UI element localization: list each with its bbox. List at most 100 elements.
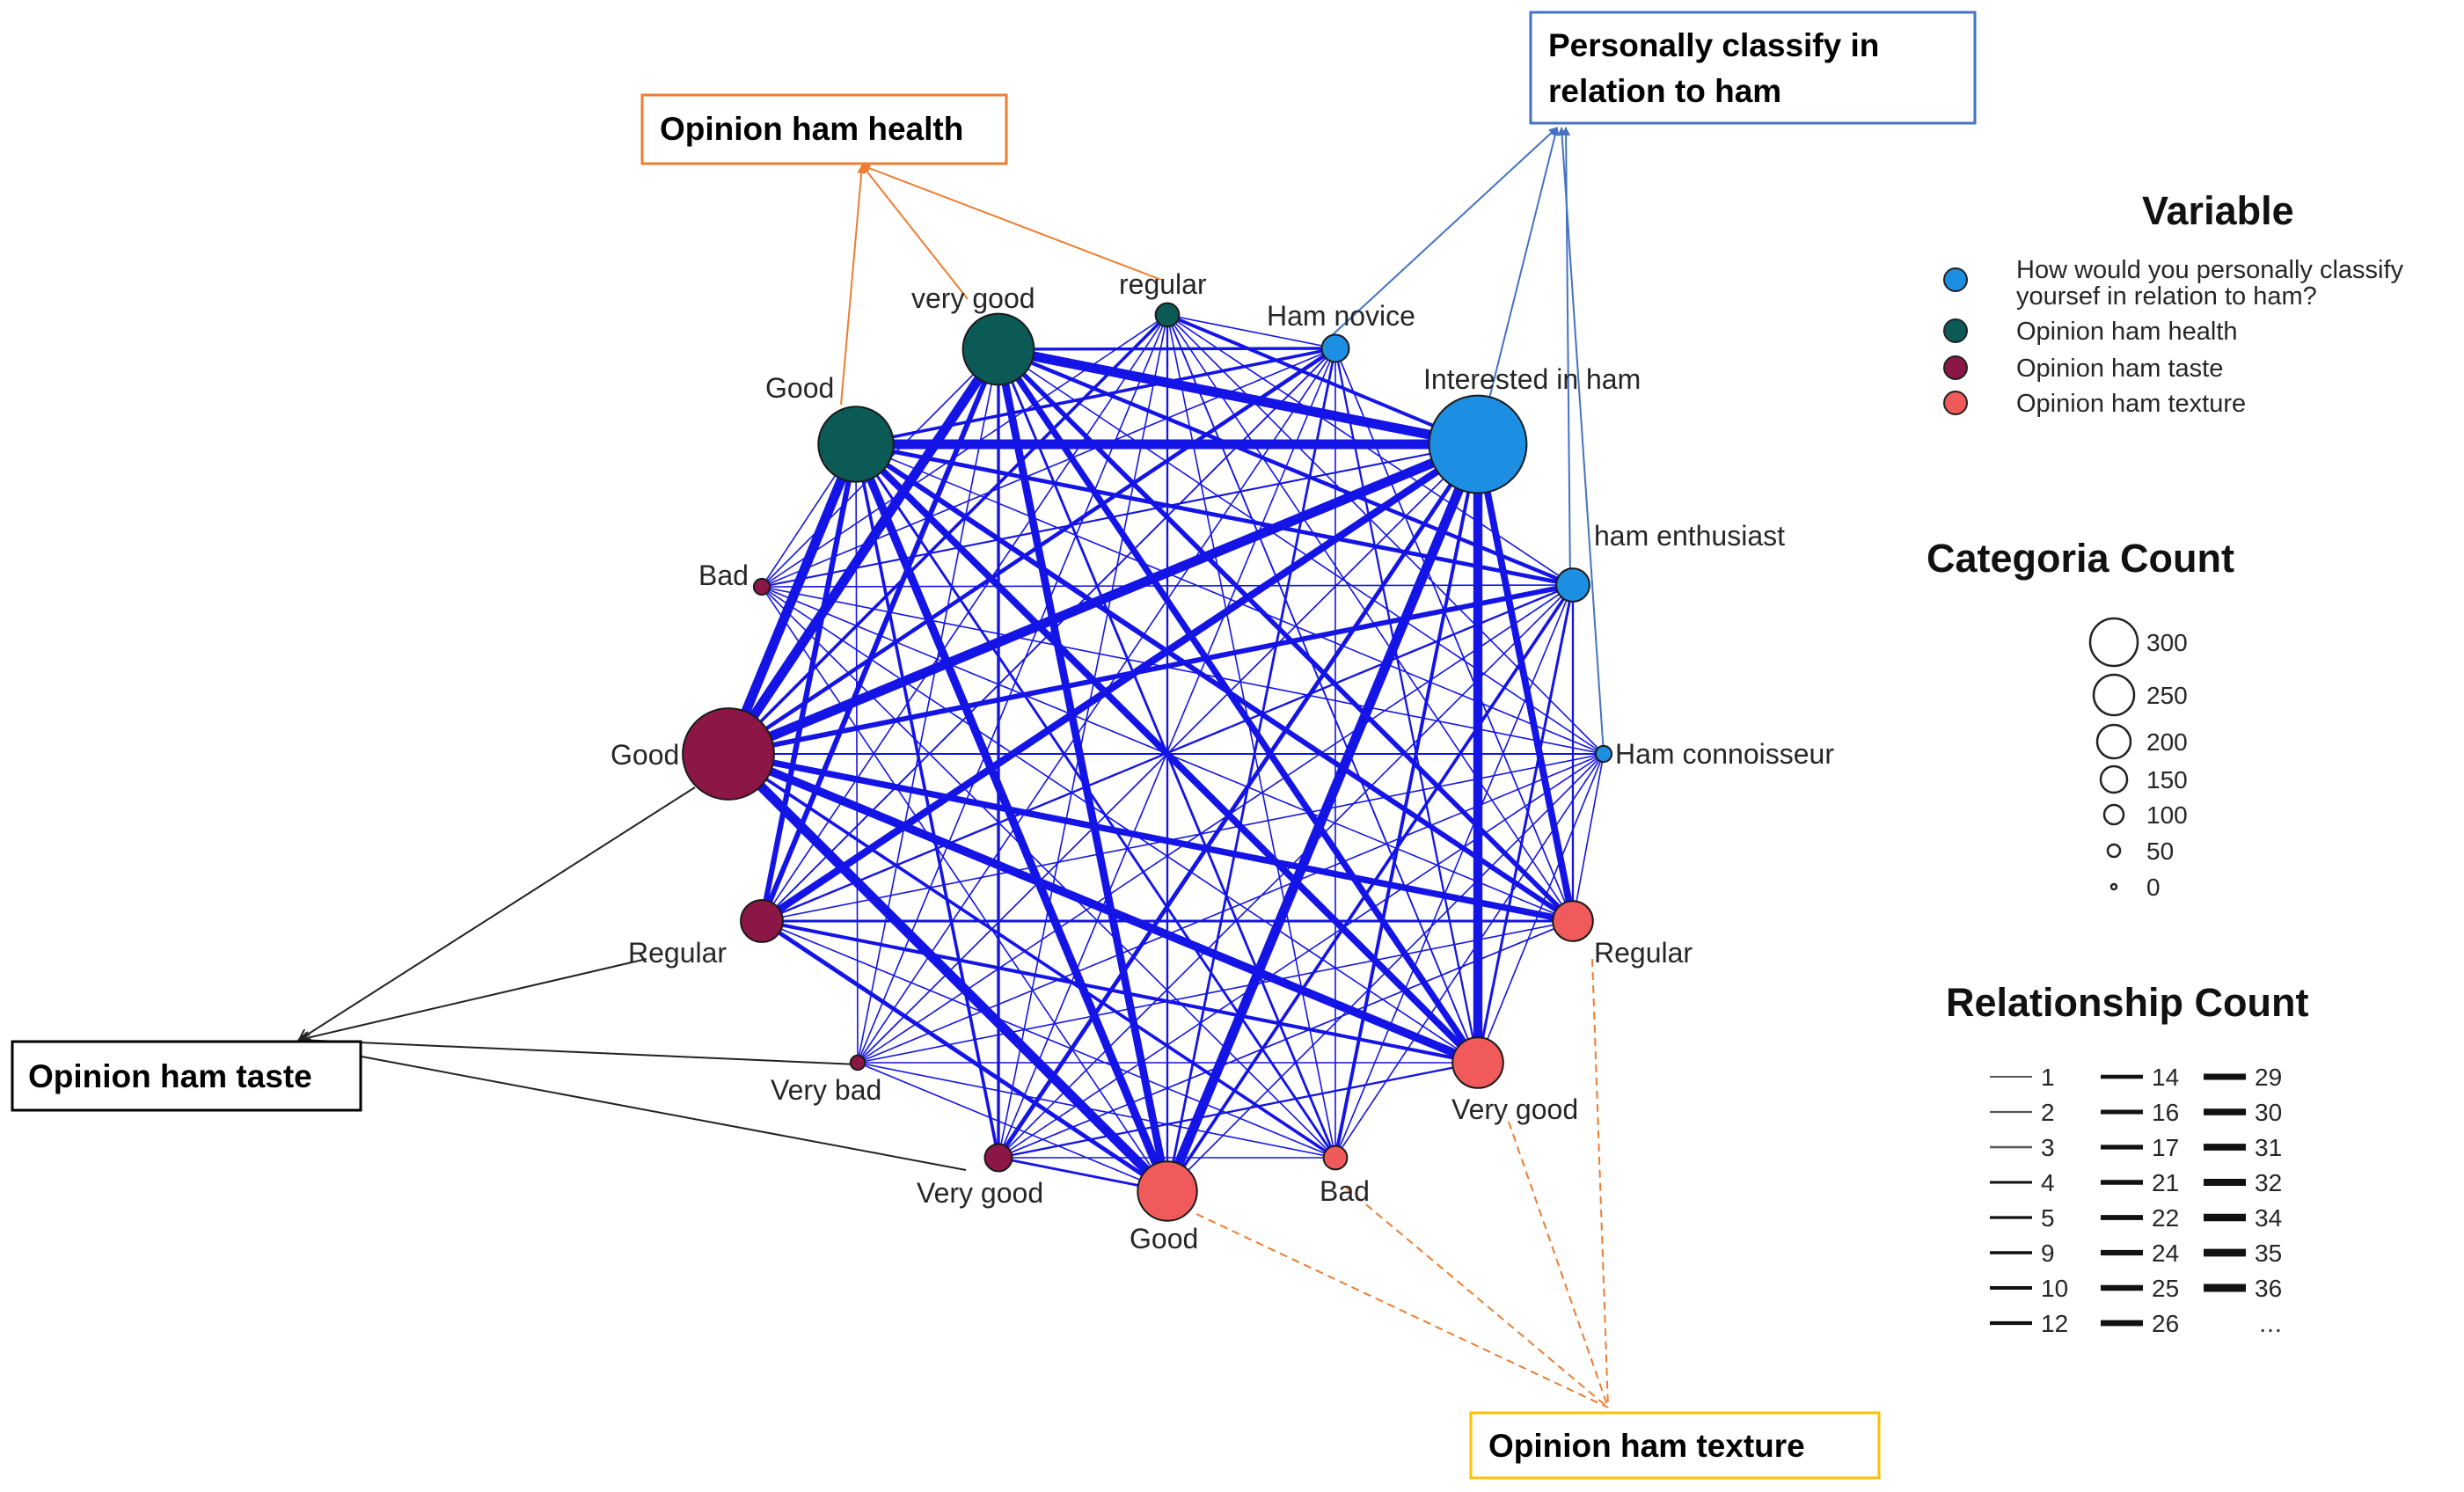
- node-taste-bad: [752, 577, 771, 596]
- edge-taste-good-texture-bad: [727, 752, 1337, 1159]
- edge-health-regular-taste-verygood: [998, 314, 1168, 1159]
- relationship-count-legend: Relationship Count 123459101214161721222…: [1946, 980, 2308, 1337]
- categoria-legend-circle-50: [2106, 843, 2122, 859]
- node-label-classify-novice: Ham novice: [1267, 300, 1415, 332]
- classify-group-title-line2: relation to ham: [1548, 73, 1781, 109]
- node-label-taste-regular: Regular: [628, 937, 727, 969]
- node-health-good: [817, 406, 895, 483]
- group-annotation-arrows: [299, 127, 1609, 1408]
- edge-health-verygood-texture-verygood: [995, 346, 1481, 1066]
- health-group-title: Opinion ham health: [660, 111, 963, 147]
- classify-arrow-connoisseur: [1557, 127, 1605, 755]
- categoria-legend-value-0: 0: [2146, 874, 2161, 901]
- node-classify-interested: [1428, 394, 1528, 494]
- classify-group-title-line1: Personally classify in: [1548, 27, 1879, 63]
- categoria-legend-value-50: 50: [2146, 837, 2174, 865]
- node-texture-bad: [1322, 1145, 1349, 1171]
- relationship-count-title: Relationship Count: [1946, 980, 2308, 1025]
- categoria-legend-circle-100: [2102, 803, 2125, 826]
- relationship-legend-value-1: 1: [2041, 1064, 2055, 1091]
- taste-arrow-good: [299, 786, 696, 1040]
- taste-arrow-verybad: [299, 1040, 859, 1065]
- relationship-legend-value-36: 36: [2255, 1275, 2282, 1302]
- edge-taste-verygood-texture-regular: [998, 920, 1574, 1159]
- edge-classify-interested-taste-regular: [757, 440, 1482, 925]
- node-health-verygood: [961, 312, 1035, 386]
- relationship-edges: [723, 313, 1605, 1196]
- edge-classify-connoisseur-taste-bad: [761, 586, 1605, 755]
- categoria-legend-circle-150: [2099, 764, 2129, 794]
- node-taste-verygood: [983, 1143, 1013, 1173]
- variable-legend-label-2: Opinion ham taste: [2016, 355, 2223, 383]
- categoria-legend-value-150: 150: [2146, 766, 2188, 794]
- node-label-health-regular: regular: [1119, 268, 1207, 300]
- node-classify-enthusiast: [1555, 567, 1590, 603]
- taste-group-title: Opinion ham taste: [28, 1058, 312, 1094]
- edge-health-regular-taste-bad: [761, 314, 1168, 588]
- node-label-taste-good: Good: [611, 739, 679, 771]
- edge-health-regular-texture-bad: [1166, 314, 1336, 1159]
- edge-health-regular-texture-verygood: [1166, 314, 1479, 1064]
- taste-arrow-verygood: [347, 1053, 967, 1171]
- edge-health-good-texture-bad: [854, 442, 1337, 1159]
- node-texture-good: [1137, 1160, 1198, 1222]
- node-label-health-verygood: very good: [911, 282, 1035, 314]
- categoria-legend-circle-250: [2092, 673, 2136, 717]
- node-classify-novice: [1320, 333, 1350, 363]
- edge-classify-enthusiast-taste-good: [726, 582, 1576, 757]
- health-group-box: Opinion ham health: [640, 93, 1008, 165]
- relationship-legend-value-5: 5: [2041, 1204, 2055, 1232]
- edge-taste-verybad-texture-good: [857, 1062, 1168, 1192]
- variable-legend-label-1: Opinion ham health: [2016, 318, 2238, 346]
- texture-arrow-regular: [1591, 958, 1609, 1408]
- edge-health-good-texture-regular: [853, 442, 1576, 924]
- texture-arrow-bad: [1345, 1187, 1609, 1408]
- node-health-regular: [1154, 302, 1181, 328]
- relationship-legend-value-21: 21: [2152, 1169, 2179, 1196]
- edge-taste-good-texture-regular: [725, 750, 1576, 925]
- relationship-legend-value-31: 31: [2255, 1134, 2282, 1161]
- categoria-legend-value-250: 250: [2146, 682, 2188, 709]
- edge-health-good-texture-good: [852, 440, 1172, 1196]
- variable-legend-title: Variable: [2142, 188, 2294, 233]
- categoria-legend-value-100: 100: [2146, 801, 2188, 829]
- edge-classify-novice-taste-verybad: [857, 347, 1336, 1064]
- categoria-legend-circle-0: [2109, 882, 2118, 891]
- variable-legend-label-0-line2: yoursef in relation to ham?: [2016, 282, 2317, 311]
- edge-classify-interested-texture-regular: [1474, 441, 1576, 925]
- edge-health-regular-texture-regular: [1166, 314, 1574, 922]
- relationship-legend-value-29: 29: [2255, 1064, 2282, 1091]
- node-taste-verybad: [849, 1054, 866, 1071]
- edge-classify-connoisseur-taste-regular: [761, 753, 1605, 922]
- variable-legend-swatch-2: [1943, 355, 1968, 380]
- edge-taste-good-texture-verygood: [724, 750, 1482, 1067]
- edge-health-verygood-texture-regular: [996, 347, 1576, 924]
- taste-group-box: Opinion ham taste: [11, 1040, 362, 1112]
- node-label-classify-interested: Interested in ham: [1423, 363, 1641, 395]
- categoria-legend-circle-300: [2088, 617, 2139, 668]
- edge-taste-regular-texture-good: [759, 918, 1170, 1194]
- edge-taste-bad-texture-verygood: [761, 586, 1479, 1064]
- node-label-taste-verybad: Very bad: [771, 1074, 881, 1106]
- texture-group-title: Opinion ham texture: [1488, 1428, 1805, 1464]
- texture-arrow-good: [1195, 1213, 1609, 1408]
- categoria-count-title: Categoria Count: [1927, 536, 2234, 581]
- relationship-legend-value-4: 4: [2041, 1169, 2055, 1196]
- node-classify-connoisseur: [1594, 744, 1613, 764]
- node-texture-verygood: [1451, 1036, 1504, 1089]
- edge-health-good-taste-verygood: [854, 442, 1000, 1159]
- edge-classify-novice-texture-verygood: [1334, 347, 1480, 1064]
- node-label-health-good: Good: [765, 372, 834, 404]
- health-arrow-good: [840, 165, 866, 406]
- variable-legend-label-3: Opinion ham texture: [2016, 390, 2246, 418]
- classify-arrow-interested: [1477, 127, 1560, 445]
- edge-taste-verygood-texture-verygood: [997, 1061, 1480, 1159]
- classify-arrow-novice: [1327, 127, 1558, 340]
- edge-taste-bad-texture-good: [761, 586, 1168, 1192]
- edge-classify-interested-health-verygood: [993, 344, 1483, 450]
- node-taste-regular: [740, 899, 784, 943]
- category-nodes: [682, 302, 1613, 1222]
- relationship-legend-value-2: 2: [2041, 1099, 2055, 1126]
- node-texture-regular: [1552, 900, 1594, 942]
